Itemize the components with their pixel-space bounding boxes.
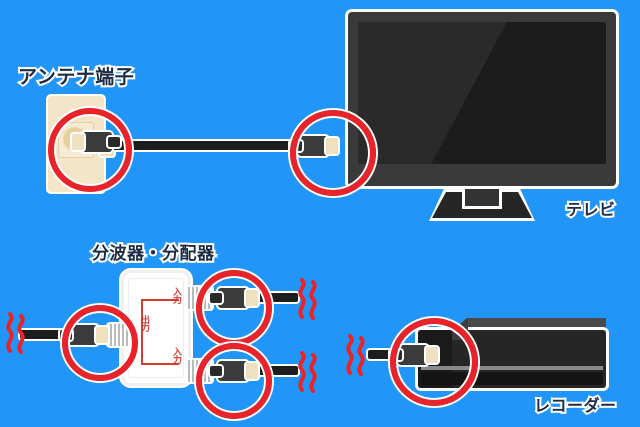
label-antenna-terminal: アンテナ端子 — [16, 64, 136, 90]
connector-tip — [326, 138, 338, 154]
tv-stand-neck — [465, 184, 499, 206]
vibration-squiggle-recorder — [346, 334, 365, 376]
connector-neck — [108, 137, 120, 147]
connector-barrel — [218, 361, 248, 381]
cable-outlet-to-tv — [112, 141, 304, 150]
splitter-label-output: 出力 — [139, 315, 149, 331]
cable-branch-bottom — [246, 366, 298, 375]
connector-female-splitter-input-bottom — [186, 360, 212, 382]
connector-neck — [60, 330, 72, 340]
cable-incoming-left — [20, 330, 72, 339]
vibration-squiggle-left — [6, 312, 25, 354]
splitter-label-input-bottom: 入力 — [171, 347, 181, 363]
label-tv: テレビ — [564, 198, 617, 221]
connector-female-splitter-output — [108, 324, 134, 346]
splitter-trace-spine — [141, 299, 145, 365]
recorder-lower-panel — [421, 372, 603, 385]
connector-tip — [246, 363, 258, 379]
connector-neck — [210, 366, 222, 376]
connector-tip — [72, 134, 84, 150]
connector-neck — [390, 350, 402, 360]
connector-female-splitter-input-top — [186, 287, 212, 309]
tv-screen — [358, 22, 606, 164]
connector-tip — [96, 327, 108, 343]
recorder-accent-stripe — [421, 366, 603, 370]
television — [348, 12, 616, 186]
splitter-trace-top — [141, 299, 179, 303]
connector-neck — [210, 293, 222, 303]
vibration-squiggle-branch-top — [298, 278, 317, 320]
label-recorder: レコーダー — [532, 394, 618, 417]
cable-branch-top — [246, 293, 298, 302]
vibration-squiggle-branch-bottom — [298, 351, 317, 393]
label-splitter: 分波器・分配器 — [90, 242, 216, 266]
connector-tip — [246, 290, 258, 306]
connector-barrel — [218, 288, 248, 308]
connector-neck — [290, 141, 302, 151]
connector-barrel — [68, 325, 98, 345]
connector-barrel — [298, 136, 328, 156]
splitter-trace-bottom — [141, 363, 179, 367]
splitter-label-input-top: 入力 — [171, 287, 181, 303]
cable-to-recorder — [368, 350, 402, 359]
connector-barrel — [398, 345, 428, 365]
connector-tip — [426, 347, 438, 363]
